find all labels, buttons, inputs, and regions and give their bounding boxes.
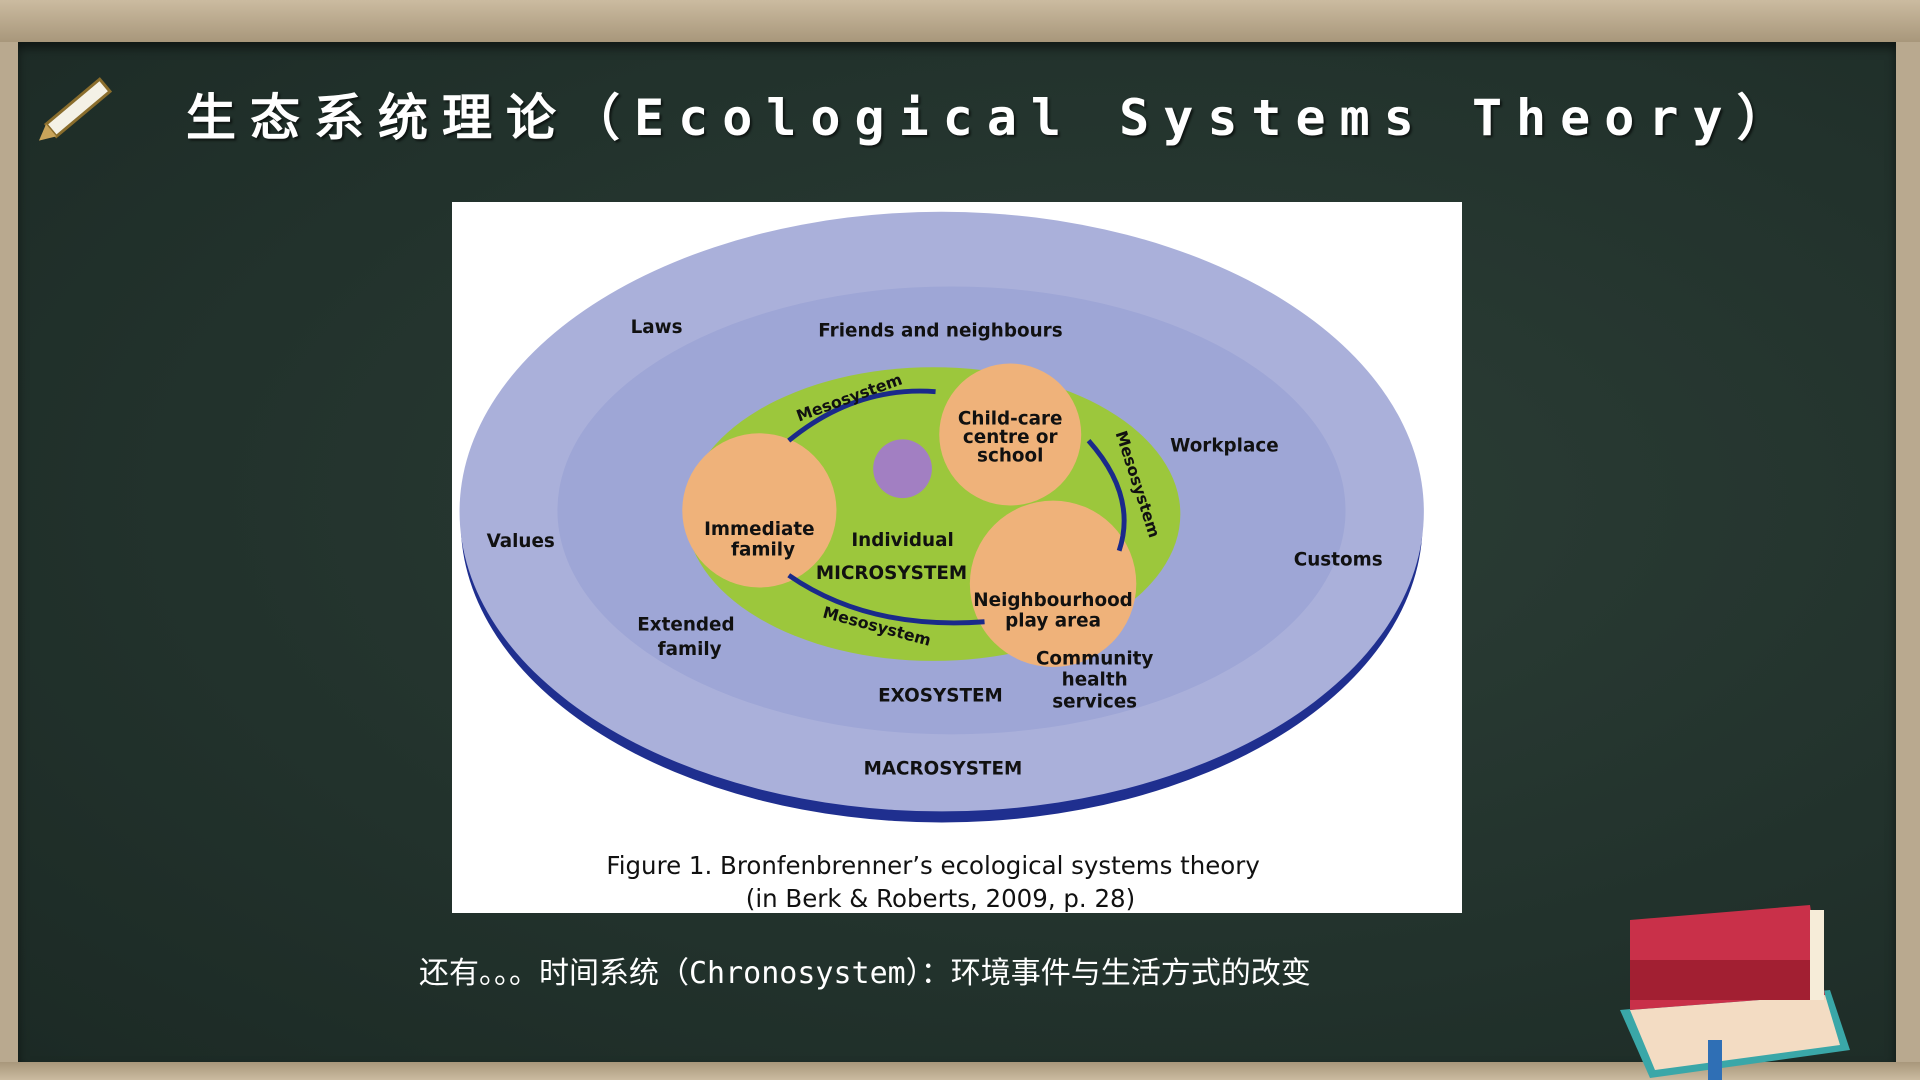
childcare-circle [939, 363, 1082, 506]
label-immediate: Immediate [704, 519, 815, 540]
label-extended: family [658, 639, 722, 660]
label-community: Community [1036, 649, 1153, 670]
label-childcare: school [977, 445, 1043, 466]
figure-citation: (in Berk & Roberts, 2009, p. 28) [746, 884, 1135, 913]
chronosystem-note: 还有。。。时间系统（Chronosystem）：环境事件与生活方式的改变 [419, 956, 1311, 991]
label-neighbourhood: play area [1005, 611, 1101, 632]
label-workplace: Workplace [1170, 436, 1279, 457]
label-childcare: centre or [963, 427, 1058, 448]
label-childcare: Child-care [958, 409, 1063, 430]
label-neighbourhood: Neighbourhood [973, 590, 1133, 611]
label-extended: Extended [637, 614, 734, 635]
label-individual: Individual [851, 530, 953, 551]
mesosystem-arrow-right [1086, 439, 1127, 552]
ecological-systems-figure: Laws Friends and neighbours Workplace Va… [452, 202, 1462, 913]
label-macrosystem: MACROSYSTEM [864, 759, 1023, 780]
label-values: Values [487, 531, 555, 552]
label-immediate: family [731, 540, 795, 561]
neighbourhood-circle [969, 500, 1137, 668]
figure-caption: Figure 1. Bronfenbrenner’s ecological sy… [606, 851, 1259, 880]
label-exosystem: EXOSYSTEM [878, 685, 1003, 706]
immediate-family-circle [682, 433, 837, 588]
label-laws: Laws [631, 317, 683, 338]
individual-figure-icon [873, 439, 932, 499]
pencil-icon [38, 77, 113, 141]
mesosystem-arrow-bottom [787, 573, 985, 626]
chalkboard-frame-top [0, 0, 1920, 42]
label-community: services [1052, 691, 1137, 712]
label-customs: Customs [1294, 549, 1383, 570]
label-friends: Friends and neighbours [818, 321, 1062, 342]
books-icon [1620, 905, 1850, 1080]
label-microsystem: MICROSYSTEM [816, 563, 967, 584]
label-community: health [1062, 669, 1128, 690]
page-title: 生态系统理论（Ecological Systems Theory） [186, 89, 1801, 147]
chalkboard-frame-bottom [0, 1062, 1920, 1080]
mesosystem-arrow-top [787, 388, 936, 443]
